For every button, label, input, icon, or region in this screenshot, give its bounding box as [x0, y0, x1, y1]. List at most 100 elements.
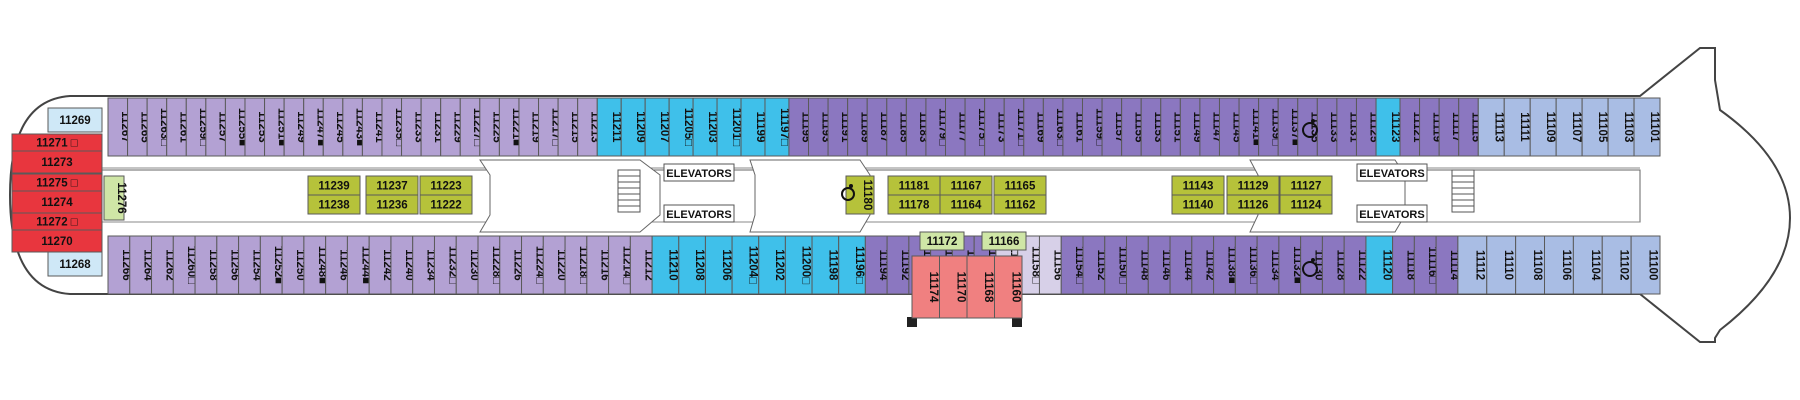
cabin-11116[interactable]: 11116□	[1413, 235, 1438, 295]
cabin-11198[interactable]: 11198	[811, 235, 840, 295]
cabin-11164[interactable]: 11164	[939, 194, 993, 215]
cabin-11178[interactable]: 11178	[887, 194, 941, 215]
cabin-11100[interactable]: 11100	[1630, 235, 1661, 295]
cabin-11223[interactable]: 11223	[419, 175, 473, 196]
cabin-11140[interactable]: 11140	[1171, 194, 1225, 215]
cabin-11129[interactable]: 11129	[1226, 175, 1280, 196]
cabin-11211[interactable]: 11211	[596, 97, 622, 157]
cabin-11208[interactable]: 11208	[678, 235, 706, 295]
cabin-11276[interactable]: 11276	[103, 175, 127, 221]
cabin-11262[interactable]: 11262	[151, 235, 176, 295]
cabin-11107[interactable]: 11107	[1555, 97, 1583, 157]
cabin-11232[interactable]: 11232□	[433, 235, 458, 295]
cabin-11144[interactable]: 11144	[1169, 235, 1194, 295]
cabin-11109[interactable]: 11109	[1529, 97, 1557, 157]
cabin-11110[interactable]: 11110	[1486, 235, 1517, 295]
cabin-11113[interactable]: 11113	[1477, 97, 1505, 157]
cabin-11114[interactable]: 11114	[1435, 235, 1460, 295]
cabin-11148[interactable]: 11148	[1126, 235, 1151, 295]
cabin-11134[interactable]: 11134	[1256, 235, 1281, 295]
cabin-11108[interactable]: 11108	[1515, 235, 1546, 295]
cabin-11271[interactable]: 11271 □	[11, 133, 103, 152]
cabin-11252[interactable]: 11252■	[259, 235, 284, 295]
cabin-11240[interactable]: 11240	[390, 235, 415, 295]
cabin-11128[interactable]: 11128	[1321, 235, 1346, 295]
cabin-11170[interactable]: 11170	[939, 255, 968, 319]
cabin-11214[interactable]: 11214□	[608, 235, 633, 295]
cabin-11275[interactable]: 11275 □	[11, 173, 103, 192]
cabin-11147[interactable]: 11147	[1199, 97, 1223, 157]
cabin-11143[interactable]: 11143	[1171, 175, 1225, 196]
cabin-11152[interactable]: 11152	[1082, 235, 1107, 295]
cabin-11142[interactable]: 11142	[1191, 235, 1216, 295]
cabin-11203[interactable]: 11203	[692, 97, 718, 157]
cabin-11230[interactable]: 11230	[455, 235, 480, 295]
cabin-11210[interactable]: 11210	[651, 235, 680, 295]
cabin-11197[interactable]: 11197□	[764, 97, 790, 157]
cabin-11242[interactable]: 11242	[368, 235, 393, 295]
cabin-11162[interactable]: 11162	[993, 194, 1047, 215]
cabin-11250[interactable]: 11250	[281, 235, 306, 295]
cabin-11207[interactable]: 11207	[644, 97, 670, 157]
cabin-11209[interactable]: 11209	[620, 97, 646, 157]
cabin-11126[interactable]: 11126	[1226, 194, 1280, 215]
cabin-11101[interactable]: 11101	[1633, 97, 1661, 157]
cabin-11200[interactable]: 11200□	[784, 235, 813, 295]
cabin-11238[interactable]: 11238	[307, 194, 361, 215]
cabin-11127[interactable]: 11127	[1279, 175, 1333, 196]
cabin-11258[interactable]: 11258	[194, 235, 219, 295]
cabin-11272[interactable]: 11272 □	[11, 212, 103, 231]
cabin-11201[interactable]: 11201□	[716, 97, 742, 157]
cabin-11228[interactable]: 11228□	[477, 235, 502, 295]
cabin-11181[interactable]: 11181	[887, 175, 941, 196]
cabin-11260[interactable]: 11260□	[172, 235, 197, 295]
cabin-11266[interactable]: 11266	[107, 235, 132, 295]
cabin-11112[interactable]: 11112	[1457, 235, 1488, 295]
cabin-11136[interactable]: 11136□	[1234, 235, 1259, 295]
cabin-11222[interactable]: 11222	[419, 194, 473, 215]
cabin-11174[interactable]: 11174	[911, 255, 940, 319]
cabin-11268[interactable]: 11268	[47, 251, 103, 277]
cabin-11218[interactable]: 11218□	[564, 235, 589, 295]
cabin-11226[interactable]: 11226	[499, 235, 524, 295]
cabin-11118[interactable]: 11118	[1392, 235, 1417, 295]
cabin-11120[interactable]: 11120	[1365, 235, 1394, 295]
cabin-11173[interactable]: 11173	[984, 97, 1008, 157]
cabin-11172[interactable]: 11172	[919, 231, 965, 251]
cabin-11132[interactable]: 11132■	[1278, 235, 1303, 295]
cabin-11102[interactable]: 11102	[1601, 235, 1632, 295]
cabin-11180[interactable]: 11180	[845, 175, 875, 215]
cabin-11155[interactable]: 11155	[1121, 97, 1145, 157]
cabin-11264[interactable]: 11264	[129, 235, 154, 295]
cabin-11154[interactable]: 11154□	[1060, 235, 1085, 295]
cabin-11206[interactable]: 11206	[704, 235, 733, 295]
cabin-11168[interactable]: 11168	[966, 255, 995, 319]
cabin-11192[interactable]: 11192	[886, 235, 911, 295]
cabin-11123[interactable]: 11123	[1375, 97, 1401, 157]
cabin-11104[interactable]: 11104	[1572, 235, 1603, 295]
cabin-11220[interactable]: 11220	[542, 235, 567, 295]
cabin-11224[interactable]: 11224□	[521, 235, 546, 295]
cabin-11236[interactable]: 11236	[365, 194, 419, 215]
cabin-11237[interactable]: 11237	[365, 175, 419, 196]
cabin-11106[interactable]: 11106	[1544, 235, 1574, 295]
cabin-11103[interactable]: 11103	[1607, 97, 1635, 157]
cabin-11122[interactable]: 11122	[1343, 235, 1368, 295]
cabin-11163[interactable]: 11163□	[1042, 97, 1066, 157]
cabin-11212[interactable]: 11212	[629, 235, 654, 295]
cabin-11269[interactable]: 11269	[47, 107, 103, 133]
cabin-11146[interactable]: 11146	[1147, 235, 1172, 295]
cabin-11124[interactable]: 11124	[1279, 194, 1333, 215]
cabin-11165[interactable]: 11165	[993, 175, 1047, 196]
cabin-11248[interactable]: 11248■	[303, 235, 328, 295]
cabin-11199[interactable]: 11199	[740, 97, 766, 157]
cabin-11156[interactable]: 11156	[1038, 235, 1063, 295]
cabin-11274[interactable]: 11274	[11, 190, 103, 214]
cabin-11167[interactable]: 11167	[939, 175, 993, 196]
cabin-11204[interactable]: 11204□	[731, 235, 760, 295]
cabin-11150[interactable]: 11150□	[1104, 235, 1129, 295]
cabin-11138[interactable]: 11138■	[1213, 235, 1238, 295]
cabin-11160[interactable]: 11160	[994, 255, 1023, 319]
cabin-11194[interactable]: 11194	[864, 235, 889, 295]
cabin-11273[interactable]: 11273	[11, 150, 103, 174]
